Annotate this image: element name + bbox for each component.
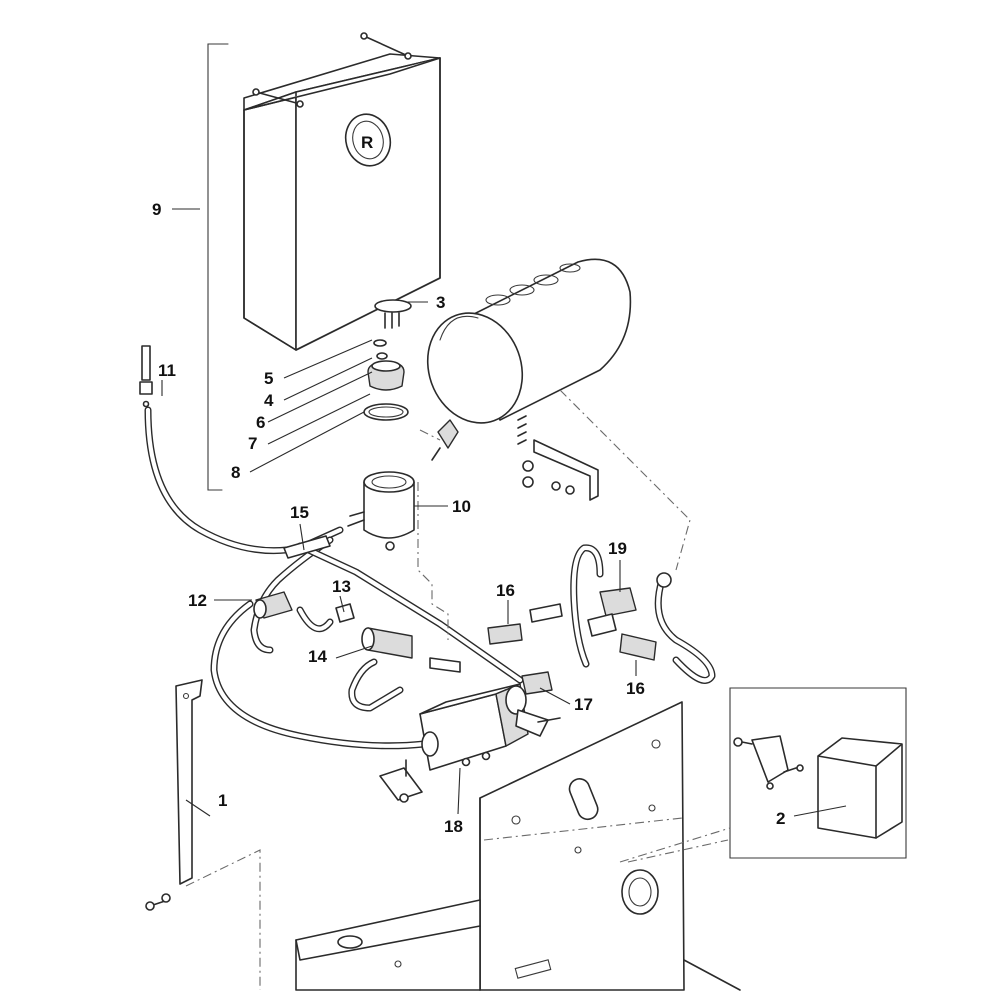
boiler <box>426 258 632 501</box>
callout-9: 9 <box>152 200 161 219</box>
callout-10: 10 <box>452 497 471 516</box>
callout-18: 18 <box>444 817 463 836</box>
leader-lines <box>161 208 847 817</box>
callout-16-right: 16 <box>626 679 645 698</box>
callout-15: 15 <box>290 503 309 522</box>
callout-8: 8 <box>231 463 240 482</box>
callout-17: 17 <box>574 695 593 714</box>
tank-valve-parts <box>363 299 412 421</box>
tank-logo: R <box>344 113 392 167</box>
heater-housing <box>347 471 415 551</box>
assembly-lines <box>185 389 731 990</box>
control-box-inset <box>729 687 907 859</box>
water-tank: R <box>243 32 441 351</box>
callout-2: 2 <box>776 809 785 828</box>
callout-4: 4 <box>264 391 274 410</box>
group-bracket-9 <box>207 43 229 491</box>
tank-logo-letter: R <box>361 133 373 152</box>
callout-5: 5 <box>264 369 273 388</box>
callout-7: 7 <box>248 434 257 453</box>
mounting-bracket <box>145 679 203 911</box>
hoses <box>144 406 716 750</box>
callout-11: 11 <box>158 361 176 380</box>
callout-1: 1 <box>218 791 227 810</box>
callouts: 1 2 3 4 5 6 7 8 9 10 11 12 13 14 15 16 1… <box>152 200 785 836</box>
pump <box>379 683 561 803</box>
callout-6: 6 <box>256 413 265 432</box>
callout-19: 19 <box>608 539 627 558</box>
callout-13: 13 <box>332 577 351 596</box>
callout-16-left: 16 <box>496 581 515 600</box>
callout-12: 12 <box>188 591 207 610</box>
callout-14: 14 <box>308 647 327 666</box>
machine-frame <box>295 701 741 991</box>
callout-3: 3 <box>436 293 445 312</box>
